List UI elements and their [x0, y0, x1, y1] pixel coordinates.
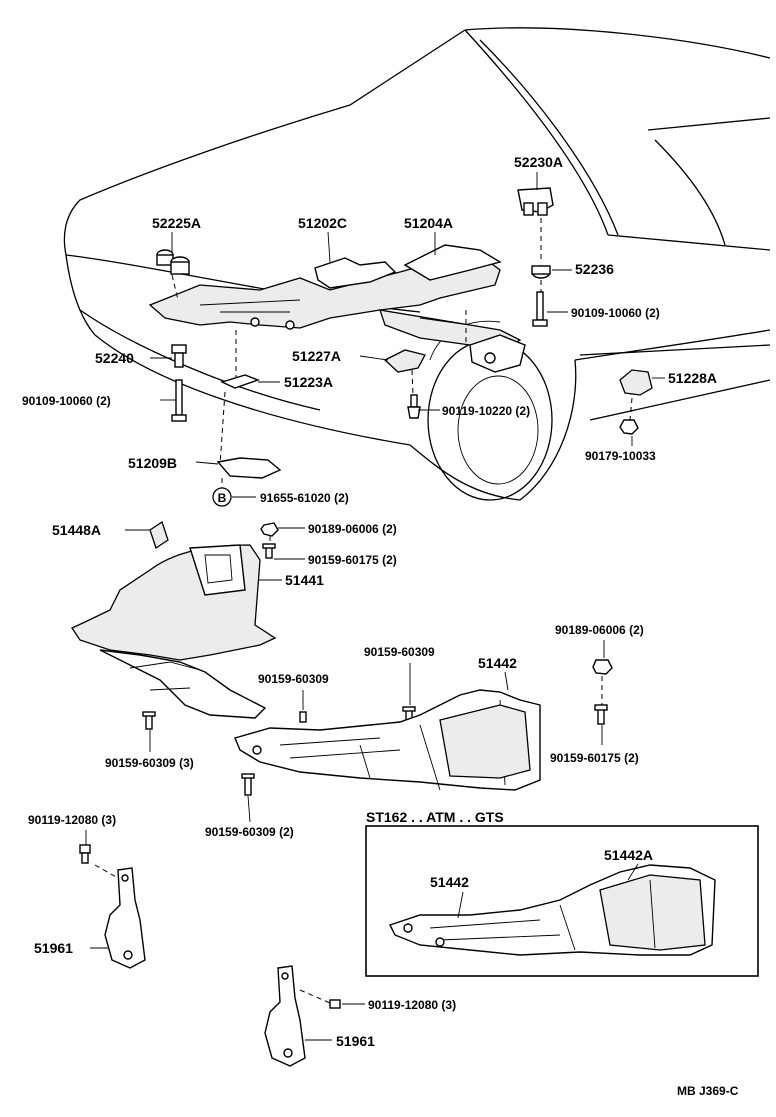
label-90109-10060-left: 90109-10060 (2)	[22, 394, 111, 408]
label-52240: 52240	[95, 350, 134, 366]
marker-b-text: B	[218, 491, 227, 505]
label-51442: 51442	[478, 655, 517, 671]
label-inset-51442A: 51442A	[604, 847, 653, 863]
label-51961-right: 51961	[336, 1033, 375, 1049]
label-90109-10060-right: 90109-10060 (2)	[571, 306, 660, 320]
crossmember-assembly	[148, 244, 526, 373]
inset-title: ST162 . . ATM . . GTS	[366, 809, 504, 825]
label-90119-12080-right: 90119-12080 (3)	[368, 998, 456, 1012]
label-90159-60309-mid: 90159-60309	[258, 672, 329, 686]
label-90119-12080-left: 90119-12080 (3)	[28, 813, 116, 827]
label-90159-60309-3: 90159-60309 (3)	[105, 756, 194, 770]
engine-under-cover-51441	[71, 544, 277, 719]
label-90159-60309-2: 90159-60309 (2)	[205, 825, 294, 839]
label-51223A: 51223A	[284, 374, 333, 390]
label-90159-60309-center: 90159-60309	[364, 645, 435, 659]
label-91655-61020: 91655-61020 (2)	[260, 491, 349, 505]
label-90179-10033: 90179-10033	[585, 449, 656, 463]
part-labels: 52230A 52225A 51202C 51204A 52236 90109-…	[22, 154, 739, 1098]
label-51961-left: 51961	[34, 940, 73, 956]
label-90119-10220: 90119-10220 (2)	[442, 404, 530, 418]
label-90189-06006-right: 90189-06006 (2)	[555, 623, 644, 637]
inset-st162-atm-gts	[365, 825, 759, 977]
label-90189-06006-top: 90189-06006 (2)	[308, 522, 397, 536]
car-body-outline	[63, 27, 771, 501]
bracket-51961-left	[104, 867, 146, 969]
label-51448A: 51448A	[52, 522, 101, 538]
leader-lines	[85, 172, 665, 1041]
label-51209B: 51209B	[128, 455, 177, 471]
label-51202C: 51202C	[298, 215, 347, 231]
diagram-code: MB J369-C	[677, 1084, 739, 1098]
label-51204A: 51204A	[404, 215, 453, 231]
label-51227A: 51227A	[292, 348, 341, 364]
bracket-51961-right	[264, 965, 306, 1067]
engine-under-cover-51442	[234, 689, 541, 791]
label-inset-51442: 51442	[430, 874, 469, 890]
label-90159-60175-top: 90159-60175 (2)	[308, 553, 397, 567]
label-52236: 52236	[575, 261, 614, 277]
label-51228A: 51228A	[668, 370, 717, 386]
label-52225A: 52225A	[152, 215, 201, 231]
label-90159-60175-right: 90159-60175 (2)	[550, 751, 639, 765]
hardware-parts	[79, 187, 653, 1009]
label-52230A: 52230A	[514, 154, 563, 170]
label-51441: 51441	[285, 572, 324, 588]
circled-b-marker: B	[212, 487, 232, 507]
